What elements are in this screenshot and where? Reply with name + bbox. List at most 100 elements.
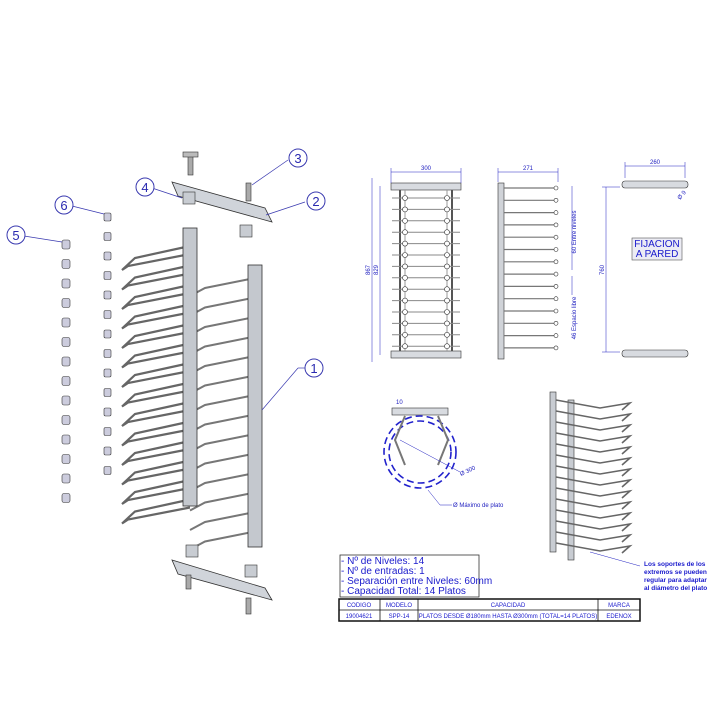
wire-arm: [121, 459, 191, 486]
iso-arm: [555, 399, 633, 411]
spacer-4: [182, 191, 196, 205]
callout-3: 3: [288, 148, 308, 168]
dim-wall-width: 260: [650, 160, 661, 166]
bottom-spacer-a: [185, 544, 199, 558]
end-cap: [61, 376, 71, 386]
wire-arm-front: [189, 452, 256, 473]
end-cap: [61, 356, 71, 367]
end-cap: [61, 473, 71, 484]
dim-front-height-inner: 829: [374, 264, 380, 275]
wire-arm: [121, 342, 191, 369]
callout-3-label: 3: [294, 151, 301, 166]
end-cap: [61, 278, 71, 289]
end-cap: [61, 239, 71, 250]
wire-arm: [121, 400, 191, 427]
max-plate-label: Ø Máximo de plato: [453, 503, 504, 509]
side-rung-end: [553, 210, 559, 215]
wire-arm: [121, 439, 191, 466]
dim-detail-diameter: Ø 300: [459, 465, 477, 478]
spec-entries: - Nº de entradas: 1: [341, 566, 425, 577]
rung-end: [402, 229, 408, 235]
dim-side-spacing: 60 Entre niveles: [572, 210, 578, 253]
side-rung-end: [553, 185, 559, 191]
wire-arm-front: [189, 374, 256, 395]
rung-end: [444, 252, 450, 258]
bottom-bolt: [245, 597, 252, 615]
header-codigo: CODIGO: [347, 603, 372, 609]
cell-modelo: SPP-14: [389, 614, 410, 620]
spec-capacity: - Capacidad Total: 14 Platos: [341, 586, 466, 597]
rung-end: [402, 206, 408, 213]
side-view: 271 60 Entre niveles 46 Espacio libre: [497, 166, 578, 360]
end-cap: [103, 407, 112, 417]
iso-arm: [555, 542, 633, 554]
side-rung-end: [553, 198, 559, 203]
iso-view: Los soportes de los extremos se pueden r…: [549, 391, 707, 592]
end-cap: [61, 337, 71, 347]
wire-arm: [121, 478, 191, 505]
cell-codigo: 19004621: [346, 614, 373, 620]
side-rung-end: [553, 345, 559, 351]
end-caps-6: [103, 212, 112, 475]
rung-end: [402, 218, 408, 224]
wire-arm: [121, 244, 191, 271]
iso-arm: [555, 410, 633, 422]
callout-6-label: 6: [60, 198, 67, 213]
rung-end: [402, 286, 408, 293]
rung-end: [444, 297, 450, 304]
rung-end: [402, 240, 408, 247]
wall-fixing-subtitle: A PARED: [636, 249, 679, 260]
front-post: [247, 264, 263, 548]
bottom-bracket: [171, 559, 273, 601]
side-rung-end: [553, 333, 559, 338]
side-rung-end: [553, 247, 559, 252]
dim-front-width: 300: [421, 166, 432, 172]
callout-4: 4: [135, 177, 155, 197]
spec-separation: - Separación entre Niveles: 60mm: [341, 576, 492, 587]
top-bolt: [187, 154, 194, 176]
note-line-2: extremos se pueden: [644, 569, 707, 576]
end-cap: [61, 395, 71, 406]
wire-arm-front: [189, 277, 256, 297]
end-cap: [103, 466, 112, 475]
side-rung-end: [553, 234, 559, 240]
rung-end: [444, 206, 450, 213]
wall-fixing-view: 260 760 Ø 9 FIJACION A PARED: [600, 160, 689, 358]
callout-4-label: 4: [141, 180, 148, 195]
rung-end: [402, 343, 408, 350]
header-capacidad: CAPACIDAD: [491, 603, 526, 609]
wire-arm-front: [189, 491, 256, 512]
rung-end: [444, 320, 450, 327]
end-cap: [103, 212, 112, 222]
rung-end: [444, 240, 450, 247]
header-modelo: MODELO: [386, 603, 412, 609]
callout-2-label: 2: [312, 194, 319, 209]
callout-2: 2: [306, 191, 326, 211]
rung-end: [444, 331, 450, 338]
wire-arm: [121, 283, 191, 310]
front-view: 300 867 829: [366, 166, 462, 362]
end-cap: [103, 368, 112, 378]
rear-post: [182, 227, 198, 507]
wire-arm: [121, 420, 191, 447]
end-caps-5: [61, 239, 71, 503]
end-cap: [103, 232, 112, 241]
note-line-4: al diámetro del plato: [644, 585, 707, 592]
end-cap: [103, 251, 112, 261]
wire-arm-front: [189, 472, 256, 492]
screw-3: [245, 182, 252, 202]
plate-detail-view: 10 Ø 300 Ø Máximo de plato: [383, 400, 504, 509]
iso-arm: [555, 498, 633, 510]
end-cap: [103, 427, 112, 436]
header-marca: MARCA: [608, 603, 630, 609]
wire-arm-front: [189, 394, 256, 414]
dim-side-clear: 46 Espacio libre: [572, 296, 578, 339]
end-cap: [103, 349, 112, 358]
wire-arm-front: [189, 530, 256, 551]
rung-end: [402, 274, 408, 281]
callout-5-label: 5: [12, 228, 19, 243]
rung-end: [444, 229, 450, 235]
rung-end: [444, 263, 450, 270]
